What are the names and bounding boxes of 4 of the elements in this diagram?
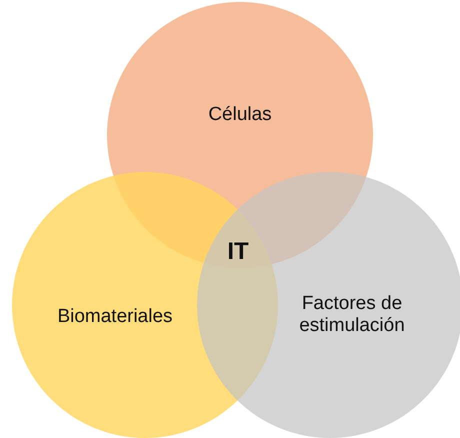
intersection-label: IT xyxy=(227,238,249,266)
circle-label: Células xyxy=(207,104,273,126)
circle-label: Factores de estimulación xyxy=(298,293,406,337)
circle-label: Biomateriales xyxy=(56,306,174,328)
